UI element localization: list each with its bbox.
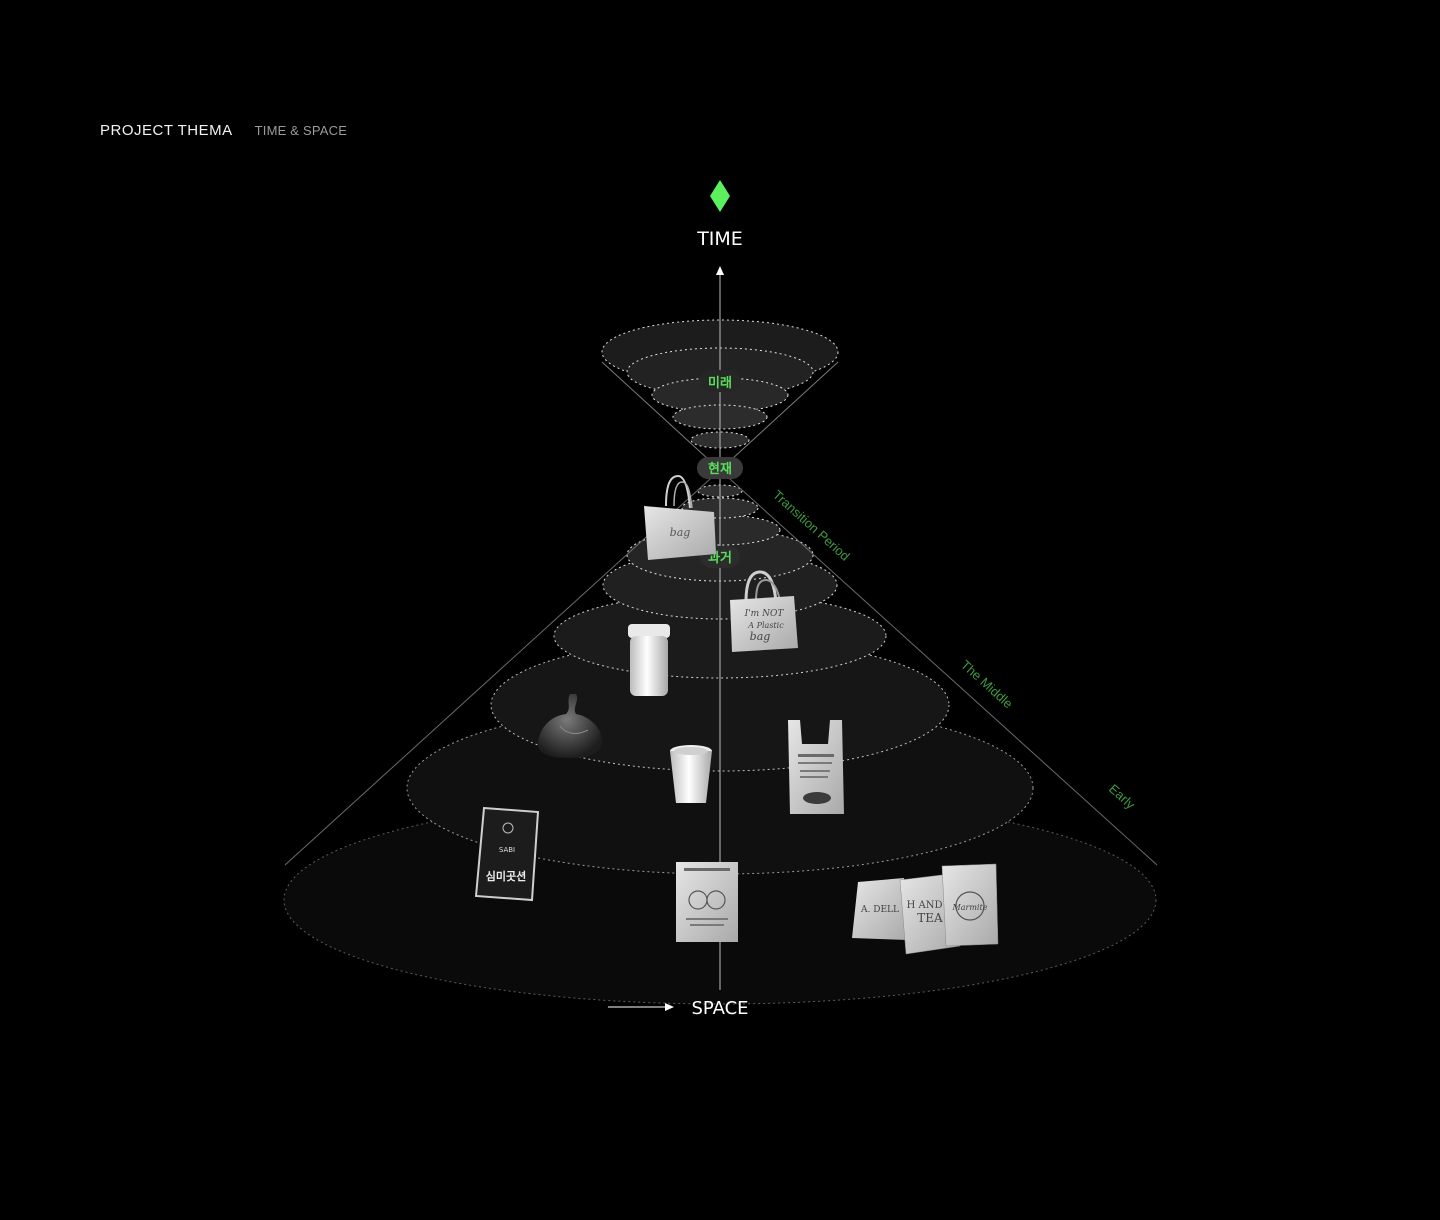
trash-bag-image: [537, 694, 603, 758]
present-label: 현재: [708, 461, 732, 477]
tumbler-image: [628, 624, 670, 696]
time-label: TIME: [696, 228, 743, 250]
paper-bag-image: [676, 862, 738, 942]
svg-text:I'm NOT: I'm NOT: [744, 609, 785, 619]
phase-early-label: Early: [1106, 781, 1138, 812]
svg-text:A. DELL: A. DELL: [860, 905, 899, 915]
marker-present: 현재: [697, 457, 743, 479]
svg-text:H AND C: H AND C: [907, 900, 954, 911]
ecobag-large-image: I'm NOT A Plastic bag: [730, 570, 798, 652]
svg-text:bag: bag: [750, 630, 771, 643]
project-title: PROJECT THEMA: [100, 122, 233, 139]
diamond-icon: [710, 180, 730, 212]
phase-middle-label: The Middle: [958, 657, 1016, 711]
svg-text:SABI: SABI: [499, 846, 515, 854]
paper-cup-image: [670, 745, 712, 803]
svg-text:TEA: TEA: [917, 911, 943, 925]
space-axis: [608, 1003, 674, 1011]
past-label: 과거: [708, 551, 732, 566]
svg-text:A Plastic: A Plastic: [747, 621, 784, 630]
svg-text:Marmite: Marmite: [952, 903, 988, 912]
svg-text:심미곳션: 심미곳션: [486, 869, 526, 883]
tea-bags-image: A. DELL H AND C TEA Marmite: [852, 863, 999, 955]
project-subtitle: TIME & SPACE: [254, 123, 348, 138]
future-label: 미래: [708, 375, 732, 391]
marker-future: 미래: [700, 370, 740, 392]
svg-text:bag: bag: [670, 526, 691, 539]
ecobag-small-image: bag: [644, 474, 716, 560]
page-header: PROJECT THEMA TIME & SPACE: [100, 122, 347, 139]
coffee-bag-image: SABI 심미곳션: [474, 806, 540, 902]
space-label: SPACE: [691, 998, 748, 1019]
plastic-shopping-bag-image: [788, 720, 844, 814]
